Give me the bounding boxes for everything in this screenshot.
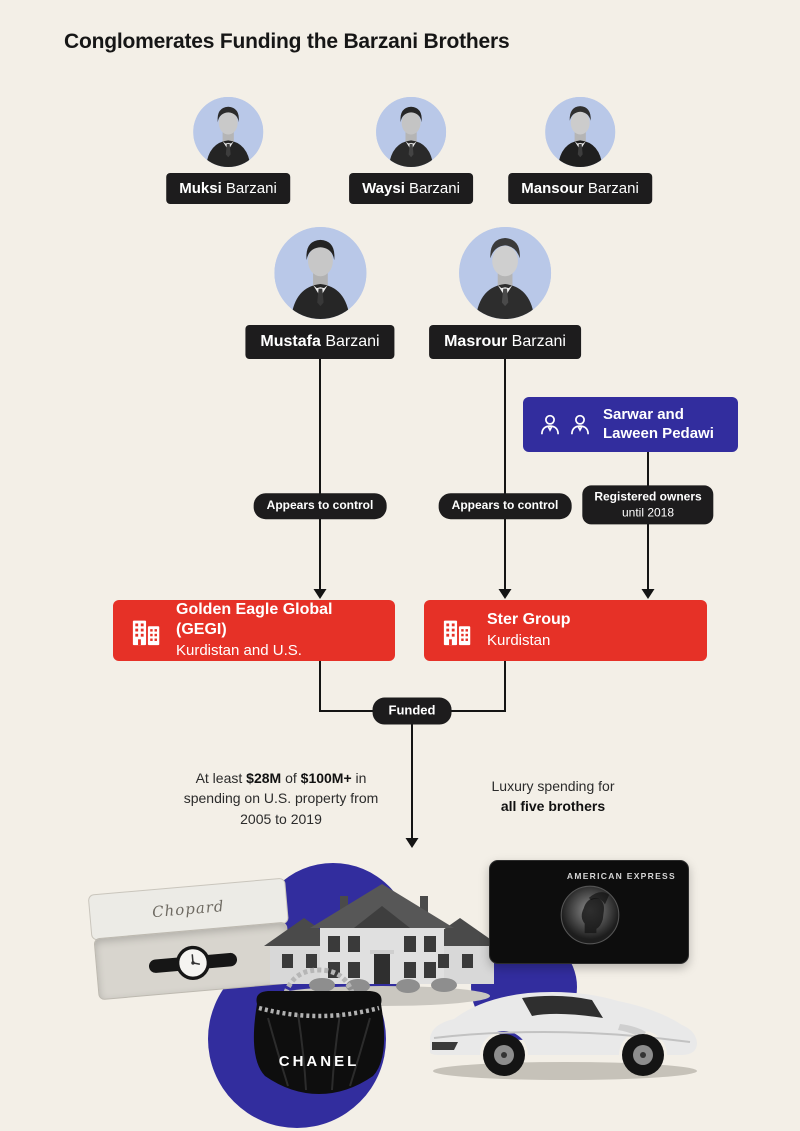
- portrait-mustafa: [274, 227, 366, 319]
- wristwatch-icon: [148, 945, 238, 980]
- page-title: Conglomerates Funding the Barzani Brothe…: [64, 30, 510, 53]
- luxury-line2: all five brothers: [500, 798, 606, 815]
- spend-amount: $100M+: [300, 770, 352, 786]
- first-name: Masrour: [444, 333, 508, 350]
- chopard-logo: Chopard: [151, 896, 226, 922]
- first-name: Mustafa: [260, 333, 321, 350]
- appears-to-control-pill-left: Appears to control: [253, 493, 387, 519]
- last-name: Barzani: [325, 333, 380, 350]
- company-location: Kurdistan: [487, 632, 551, 650]
- luxury-spending-note: Luxury spending for all five brothers: [458, 776, 648, 817]
- man-portrait-photo: [544, 97, 615, 167]
- funded-pill: Funded: [372, 697, 452, 725]
- centurion-icon: [560, 885, 620, 945]
- portrait-mansour: [544, 97, 615, 167]
- man-portrait-photo: [192, 97, 263, 167]
- appears-to-control-pill-right: Appears to control: [438, 493, 572, 519]
- brother-card-mustafa: Mustafa Barzani: [245, 227, 395, 359]
- chopard-watch-image: Chopard: [87, 877, 295, 1003]
- watch-box-base: [93, 921, 293, 1001]
- name-tag-waysi: Waysi Barzani: [349, 173, 473, 204]
- name-tag-masrour: Masrour Barzani: [429, 325, 581, 359]
- luxury-line1: Luxury spending for: [491, 778, 615, 794]
- company-text: Ster Group Kurdistan: [487, 610, 571, 651]
- chanel-logo: CHANEL: [279, 1053, 360, 1070]
- registered-owners-box: Sarwar and Laween Pedawi: [523, 397, 738, 452]
- property-spending-note: At least $28M of $100M+ in spending on U…: [181, 768, 381, 829]
- man-portrait-photo: [375, 97, 446, 167]
- first-name: Waysi: [362, 180, 405, 197]
- first-name: Mansour: [521, 180, 584, 197]
- company-location: Kurdistan and U.S.: [176, 642, 302, 660]
- owners-name-line2: Laween Pedawi: [603, 424, 714, 442]
- chanel-bag-image: CHANEL: [228, 966, 410, 1098]
- brother-card-masrour: Masrour Barzani: [429, 227, 581, 359]
- spend-amount: $28M: [246, 770, 282, 786]
- ferrari-image: [424, 962, 706, 1084]
- owners-name-line1: Sarwar and: [603, 405, 684, 423]
- spend-text: of: [281, 770, 301, 786]
- owner-icons: [537, 412, 593, 438]
- last-name: Barzani: [511, 333, 566, 350]
- first-name: Muksi: [179, 180, 222, 197]
- company-box-ster: Ster Group Kurdistan: [424, 600, 707, 661]
- last-name: Barzani: [225, 180, 277, 197]
- last-name: Barzani: [409, 180, 460, 197]
- arrowhead: [405, 838, 419, 848]
- company-box-gegi: Golden Eagle Global (GEGI) Kurdistan and…: [113, 600, 395, 661]
- portrait-masrour: [458, 227, 551, 319]
- spend-text: in spending on U.S. property from 2005 t…: [183, 770, 379, 827]
- building-icon: [443, 620, 471, 645]
- until-2018-label: until 2018: [621, 505, 675, 519]
- man-portrait-photo: [458, 227, 551, 319]
- person-icon: [541, 414, 559, 434]
- name-tag-mustafa: Mustafa Barzani: [245, 325, 395, 359]
- arrowhead: [313, 589, 327, 599]
- last-name: Barzani: [587, 180, 639, 197]
- portrait-waysi: [375, 97, 446, 167]
- man-portrait-photo: [274, 227, 366, 319]
- building-icon: [132, 620, 160, 645]
- arrowhead: [498, 589, 512, 599]
- brother-card-waysi: Waysi Barzani: [349, 97, 473, 204]
- spend-text: At least: [195, 770, 247, 786]
- portrait-muksi: [192, 97, 263, 167]
- company-name: Ster Group: [487, 611, 571, 629]
- brother-card-mansour: Mansour Barzani: [508, 97, 652, 204]
- person-icon: [571, 414, 589, 434]
- name-tag-muksi: Muksi Barzani: [166, 173, 290, 204]
- name-tag-mansour: Mansour Barzani: [508, 173, 652, 204]
- amex-card-image: AMERICAN EXPRESS: [489, 860, 689, 964]
- company-name: Golden Eagle Global (GEGI): [176, 601, 333, 639]
- company-text: Golden Eagle Global (GEGI) Kurdistan and…: [176, 600, 377, 661]
- arrowhead: [641, 589, 655, 599]
- registered-owners-pill: Registered owners until 2018: [582, 485, 714, 525]
- brother-card-muksi: Muksi Barzani: [166, 97, 290, 204]
- registered-owners-label: Registered owners: [594, 489, 702, 504]
- owners-name: Sarwar and Laween Pedawi: [603, 406, 714, 444]
- amex-brand-label: AMERICAN EXPRESS: [566, 871, 676, 881]
